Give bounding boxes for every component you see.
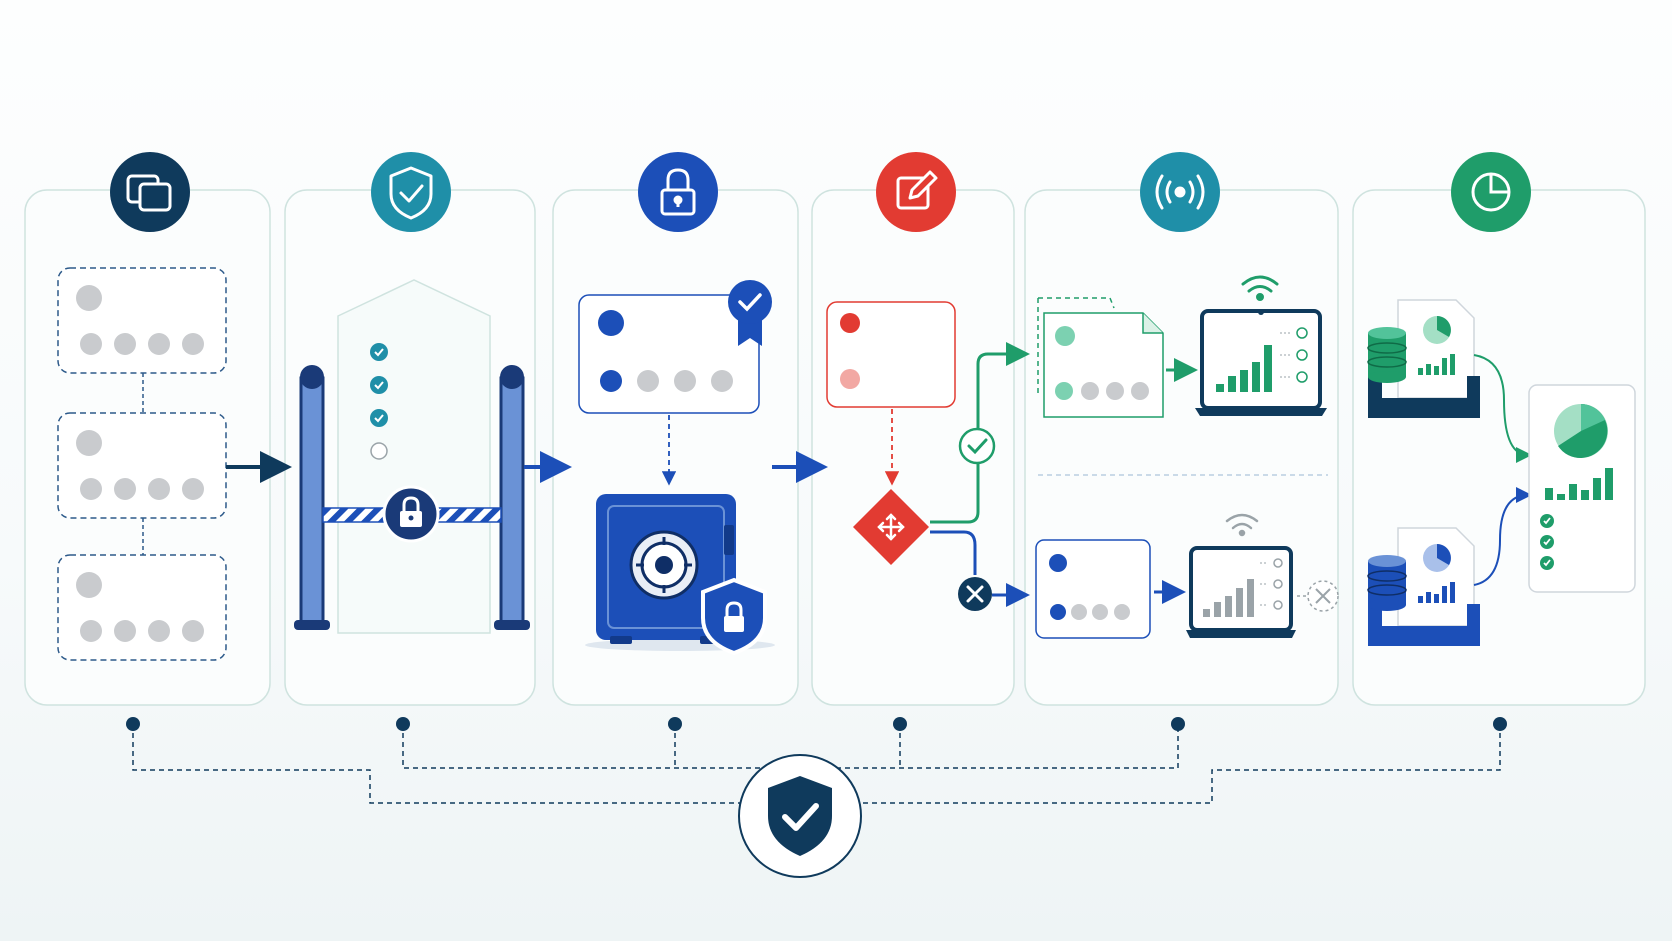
stage-icon-broadcast (1140, 152, 1220, 232)
stage-icon-analytics (1451, 152, 1531, 232)
stage-icon-containers (110, 152, 190, 232)
bar-chart-icon (1216, 345, 1272, 392)
gate-post-right (494, 365, 530, 630)
stage-icon-review-routing (876, 152, 956, 232)
wifi-icon (1225, 513, 1259, 537)
data-source-green (1367, 299, 1480, 418)
check-circle-icon (958, 427, 996, 465)
rejected-path (930, 530, 1030, 611)
database-icon (1367, 327, 1407, 383)
pie-chart-icon (1471, 172, 1511, 212)
connector-network (132, 724, 1501, 804)
document-card (1035, 539, 1151, 639)
route-arrows-icon (877, 513, 905, 541)
wifi-icon (1241, 275, 1279, 301)
document-card (1037, 297, 1164, 418)
central-security-hub (738, 754, 862, 878)
padlock-icon (660, 168, 696, 216)
vault-safe (585, 494, 775, 656)
bar-chart-icon (1203, 579, 1254, 617)
user-list (1280, 327, 1308, 383)
laptop-dashboard (1195, 275, 1327, 416)
rejected-branch (1035, 513, 1339, 639)
certified-record-card (578, 280, 772, 414)
container-card (57, 267, 227, 374)
container-stack (57, 267, 227, 661)
padlock-icon (382, 485, 440, 543)
shield-check-icon (768, 776, 832, 856)
layers-icon (126, 174, 172, 212)
data-source-blue (1367, 527, 1480, 646)
laptop-dashboard (1186, 513, 1296, 638)
router-diamond (853, 489, 929, 565)
checklist (1540, 514, 1554, 570)
connector-nodes (126, 717, 1507, 731)
gate-post-left (294, 365, 330, 630)
stage-icon-secure-vault (638, 152, 718, 232)
combination-dial-icon (629, 530, 699, 600)
certified-badge-icon (728, 280, 772, 346)
review-card (826, 301, 956, 408)
container-card (57, 412, 227, 519)
database-icon (1367, 555, 1407, 611)
access-gate-illustration (294, 279, 530, 634)
user-list (1260, 558, 1283, 610)
merge-arrows (1473, 354, 1532, 586)
approved-path (930, 342, 1030, 524)
blocked-icon (1307, 580, 1339, 612)
container-card (57, 554, 227, 661)
analytics-report (1528, 384, 1636, 593)
shield-lock-icon (701, 577, 767, 656)
checklist (370, 343, 388, 460)
edit-icon (896, 170, 938, 210)
x-circle-icon (958, 577, 992, 611)
approved-branch (1037, 275, 1327, 418)
stage-icon-access-gate (371, 152, 451, 232)
shield-check-icon (389, 166, 433, 220)
signal-icon (1155, 174, 1205, 210)
